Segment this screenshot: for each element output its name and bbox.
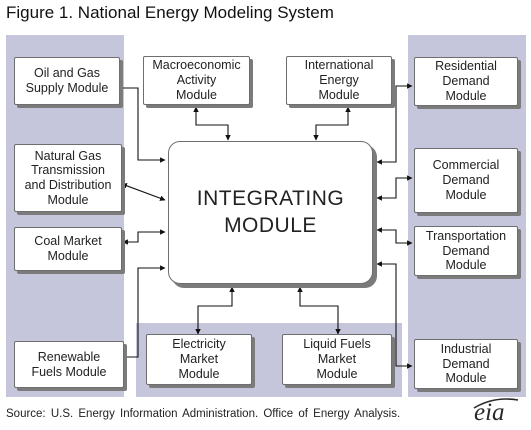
arrow-commercial [376,175,413,201]
renewable-fuels-module: Renewable Fuels Module [14,341,124,388]
arrow-natural-gas [121,183,166,201]
arrow-international [313,106,351,141]
macroeconomic-module: Macroeconomic Activity Module [143,56,250,105]
arrow-liquid-fuels [297,286,341,335]
residential-demand-module: Residential Demand Module [414,57,518,106]
electricity-market-module: Electricity Market Module [146,334,252,385]
arrow-renewable [126,265,166,358]
macroeconomic-label: Macroeconomic Activity Module [152,58,241,102]
arrow-residential [376,83,413,165]
arrow-coal [122,229,166,245]
renewable-fuels-label: Renewable Fuels Module [31,349,107,379]
international-energy-label: International Energy Module [304,58,374,102]
commercial-demand-label: Commercial Demand Module [432,158,500,202]
eia-logo-swoosh [473,398,519,409]
arrow-industrial [376,261,413,369]
natural-gas-module: Natural Gas Transmission and Distributio… [14,144,122,212]
transportation-demand-module: Transportation Demand Module [414,226,518,276]
source-note: Source: U.S. Energy Information Administ… [6,408,401,420]
coal-market-module: Coal Market Module [14,227,122,271]
arrow-transportation [376,227,413,246]
arrow-electricity [195,286,235,335]
integrating-module-label: INTEGRATING MODULE [196,187,345,237]
industrial-demand-label: Industrial Demand Module [440,341,492,386]
industrial-demand-module: Industrial Demand Module [414,339,518,389]
figure-title: Figure 1. National Energy Modeling Syste… [6,3,334,22]
oil-gas-supply-label: Oil and Gas Supply Module [25,66,109,95]
arrow-macro [193,106,231,141]
integrating-module: INTEGRATING MODULE [168,141,373,284]
transportation-demand-label: Transportation Demand Module [425,228,507,273]
natural-gas-label: Natural Gas Transmission and Distributio… [24,148,112,207]
residential-demand-label: Residential Demand Module [435,59,497,103]
arrow-oil-gas [120,87,166,163]
international-energy-module: International Energy Module [286,56,392,105]
oil-gas-supply-module: Oil and Gas Supply Module [14,57,120,105]
liquid-fuels-market-module: Liquid Fuels Market Module [282,334,392,385]
coal-market-label: Coal Market Module [34,234,102,263]
commercial-demand-module: Commercial Demand Module [414,148,518,213]
liquid-fuels-market-label: Liquid Fuels Market Module [303,337,371,381]
eia-logo: eia [474,399,505,426]
electricity-market-label: Electricity Market Module [172,337,226,381]
